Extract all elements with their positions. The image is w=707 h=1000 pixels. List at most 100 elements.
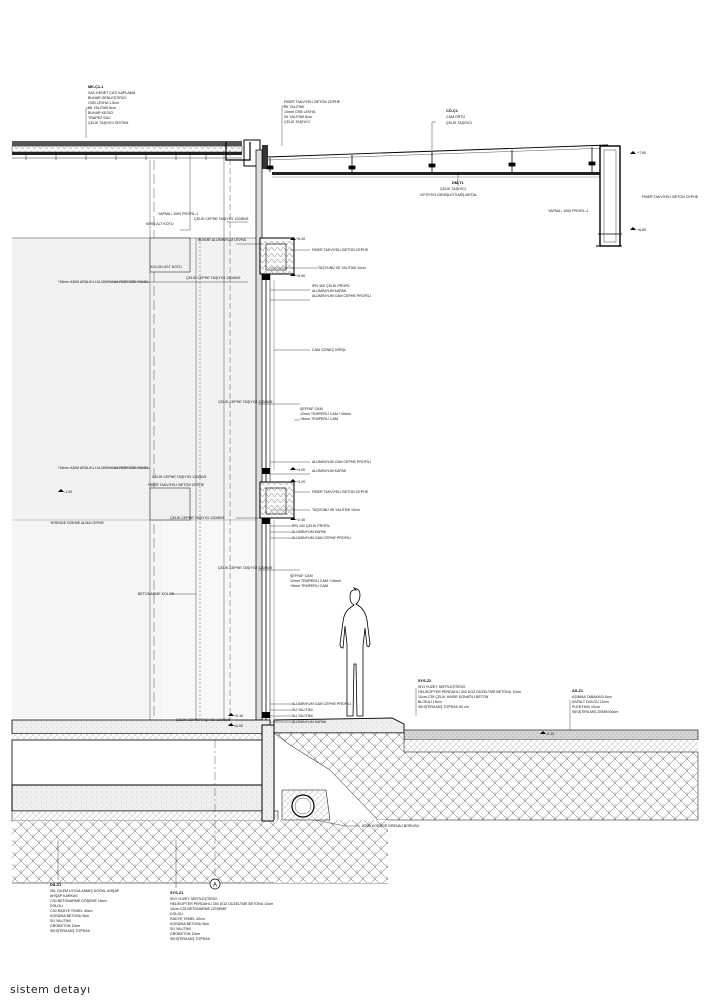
canopy-side-label: YAPMA / 1000 PROFİL-1	[548, 208, 588, 213]
roof-spec-title: MK-Ç1-1	[88, 85, 103, 89]
canopy-under-title: DM-T1	[452, 181, 464, 185]
label-celik-cephe: ÇELİK CEPHE TAŞIYICI 120/80/5	[218, 565, 272, 570]
roof-spec-line: OSB LEVHA 1.5cm	[88, 101, 119, 105]
sys-z2-title: SYS-Z2	[418, 679, 431, 683]
da-z1-line: GROBETON 10cm	[50, 924, 80, 928]
label-fiber-mid: FİBER TAKVİYELİ BETON CEPHE	[312, 489, 369, 494]
sys-z1-line: SIVI YÜZEY SERTLEŞTİRİCİ	[170, 896, 217, 901]
label-kiris: KİRİŞ ALT KOTU	[146, 221, 174, 226]
canopy-side-labels: YAPMA / 1000 PROFİL-1 FİBER TAKVİYELİ BE…	[548, 194, 699, 213]
sys-z1-line: DOLGU	[170, 912, 183, 916]
level-label: +2.40	[296, 518, 305, 522]
label-alu-kapak: ALÜMİNYUM KAPAK	[292, 529, 327, 534]
da-z1-line: SIKIŞTIRILMIŞ TOPRAK	[50, 929, 91, 933]
label-alu-cam: ALÜMİNYUM CAM CEPHE PROFİLİ	[312, 459, 371, 464]
label-alu-kapak: ALÜMİNYUM KAPAK	[292, 719, 327, 724]
as-z1-line: ASFALT DOLGU 10cm	[572, 700, 609, 704]
label-tasyunu-top: TAŞYÜNÜ ISI YALITIMI 10cm	[318, 266, 366, 270]
label-ipn: IPN 300 ÇELİK PROFİL	[312, 283, 350, 288]
label-fiber-top: FİBER TAKVİYELİ BETON CEPHE	[312, 247, 369, 252]
as-z1-title: AS-Z1	[572, 689, 583, 693]
roof-spec-line: TRAPEZ SAC	[88, 116, 111, 120]
as-z1-spec: AS-Z1 AŞINMA TABAKASI 5cm ASFALT DOLGU 1…	[572, 689, 618, 714]
grid-marker-label: A	[213, 883, 217, 889]
level-label: +5.90	[296, 274, 305, 278]
label-drenaj: Ø200 KORUGE DRENAJ BORUSU	[362, 824, 420, 828]
label-seffaf: 12mm TEMPERLİ CAM +16mm	[290, 578, 341, 583]
label-perfore: *15mm ADIM ARALIKLI ALÜMİNYUM PERFORE PA…	[58, 279, 149, 284]
label-yerinde: YERİNDE DÖKME ALMA CEPHE	[50, 520, 105, 525]
roof-spec-line: SAC KENET ÇATI KAPLAMA	[88, 91, 136, 95]
facade-glazing	[255, 149, 295, 726]
label-seffaf: +8mm TEMPERLİ CAM	[300, 416, 338, 421]
parapet-spec: FİBER TAKVİYELİ BETON CEPHE ISI YALITIMI…	[284, 99, 341, 124]
label-alu-cam: ALÜMİNYUM CAM CEPHE PROFİLİ	[312, 293, 371, 298]
glass-canopy	[266, 144, 622, 247]
level-label: ±0.00	[234, 724, 243, 728]
grid-marker-a: A	[209, 740, 221, 890]
canopy-spec-title: CÖ-Ç1	[446, 108, 458, 113]
label-cam-gonen: CAM GÖNEÇ KİRİŞİ	[312, 347, 346, 352]
da-z1-line: DOLGU	[50, 904, 63, 908]
facade-labels: YAPMA / 1000 PROFİL-1 KİRİŞ ALT KOTU ÇEL…	[50, 211, 420, 828]
parapet-spec-line: ÇELİK TAŞIYICI	[284, 119, 310, 124]
label-celik-cephe: ÇELİK CEPHE TAŞIYICI 120/80/5	[218, 399, 272, 404]
as-z1-line: PLENTMIX 10cm	[572, 705, 600, 709]
sys-z2-spec: SYS-Z2 SIVI YÜZEY SERTLEŞTİRİCİ HELİKOPT…	[418, 679, 521, 709]
as-z1-line: SIKIŞTIRILMIŞ ZEMİN 60cm	[572, 709, 618, 714]
level-label: -0.25	[546, 732, 554, 736]
label-seffaf: ŞEFFAF CAM	[300, 407, 323, 411]
as-z1-line: AŞINMA TABAKASI 5cm	[572, 695, 612, 699]
label-su-yalitimi: SU YALITIMI	[292, 708, 313, 712]
sys-z1-spec: SYS-Z1 SIVI YÜZEY SERTLEŞTİRİCİ HELİKOPT…	[170, 891, 273, 941]
label-alu-cam: ALÜMİNYUM CAM CEPHE PROFİLİ	[292, 701, 351, 706]
label-su-yalitimi: SU YALITIMI	[292, 714, 313, 718]
sys-z2-line: SIVI YÜZEY SERTLEŞTİRİCİ	[418, 684, 465, 689]
label-perfore: *15mm ADIM ARALIKLI ALÜMİNYUM PERFORE PA…	[58, 465, 149, 470]
roof-assembly	[11, 139, 268, 169]
label-yapma: YAPMA / 1000 PROFİL-1	[158, 211, 198, 216]
canopy-spec-line: CAM ÖRTÜ	[446, 115, 466, 119]
parapet-spec-line: FİBER TAKVİYELİ BETON CEPHE	[284, 99, 341, 104]
level-label: +7.80	[637, 151, 646, 155]
sys-z1-line: SU YALITIMI	[170, 927, 191, 931]
perforated-facade	[12, 150, 258, 860]
label-kolon-ust: KOLON ÜST KOTU	[150, 265, 182, 269]
sys-z1-line: RADYE TEMEL 40cm	[170, 917, 205, 921]
canopy-under-line: ÇELİK TAŞIYICI	[440, 186, 466, 191]
label-seffaf: +8mm TEMPERLİ CAM	[290, 583, 328, 588]
label-alu-kapak: ALÜMİNYUM KAPAK	[312, 288, 347, 293]
sys-z2-line: 10cm C35 ÇELİK HASIR DONATILI BETON	[418, 694, 489, 699]
canopy-spec-line: ÇELİK TAŞIYICI	[446, 120, 472, 125]
sys-z1-line: GROBETON 10cm	[170, 932, 200, 936]
canopy-under-spec: DM-T1 ÇELİK TAŞIYICI 20*70*0*3 GENİŞLETİ…	[420, 181, 477, 197]
label-celik-top: ÇELİK CEPHE TAŞIYICI 120/80/5	[194, 216, 248, 221]
da-z1-line: KORUMA BETONU 5cm	[50, 914, 89, 918]
parapet-spec-line: ISI YALITIMI 6cm	[284, 115, 312, 119]
roof-spec-line: ISI YALITIMI 8cm	[88, 106, 116, 110]
label-celik-cephe: ÇELİK CEPHE TAŞIYICI 120/80/5	[176, 717, 230, 722]
roof-spec-line: ÇELİK TAŞIYICI SİSTEM	[88, 120, 128, 125]
roof-spec-line: BUHAR KESİCİ	[88, 110, 113, 115]
sys-z2-line: SIKIŞTIRILMIŞ TOPRAK 60 cm	[418, 705, 469, 709]
label-celik-cephe: ÇELİK CEPHE TAŞIYICI 120/80/5	[186, 275, 240, 280]
ground-and-foundation	[11, 717, 699, 884]
level-label: +4.00	[296, 468, 305, 472]
da-z1-line: C30 BETONARME DÖŞEME 16cm	[50, 899, 107, 903]
sys-z1-line: HELİKOPTER PERDAHLI 300 DOZ DÜZELTME BET…	[170, 901, 273, 906]
da-z1-line: ISIL İŞLEM UYGULANMIŞ DOĞAL AHŞAP	[50, 888, 120, 893]
canopy-under-line: 20*70*0*3 GENİŞLETİLMİŞ METAL	[420, 192, 477, 197]
canopy-spec: CÖ-Ç1 CAM ÖRTÜ ÇELİK TAŞIYICI	[446, 108, 472, 125]
level-marks: +7.80 +6.80 +6.40 +5.90 +4.00 +3.20 +2.4…	[58, 151, 646, 736]
label-seffaf: 12mm TEMPERLİ CAM +16mm	[300, 411, 351, 416]
label-bukme: BÜKME ALÜMİNYUM LEVHA	[198, 237, 247, 242]
label-tasyunu-mid: TAŞYÜNÜ ISI YALITIMI 10cm	[312, 508, 360, 512]
roof-spec: MK-Ç1-1 SAC KENET ÇATI KAPLAMA BUHAR GEN…	[88, 85, 136, 125]
label-fiber-left: FİBER TAKVİYELİ BETON CEPHE	[148, 482, 205, 487]
human-scale-figure	[339, 587, 371, 717]
sys-z1-line: 10cm C35 BETONARME DÖŞEME	[170, 907, 227, 911]
da-z1-title: DA-Z1	[50, 883, 61, 887]
sys-z2-line: BLOKAJ 15cm	[418, 700, 442, 704]
label-betonarme: BETONARME KOLON	[138, 592, 175, 596]
